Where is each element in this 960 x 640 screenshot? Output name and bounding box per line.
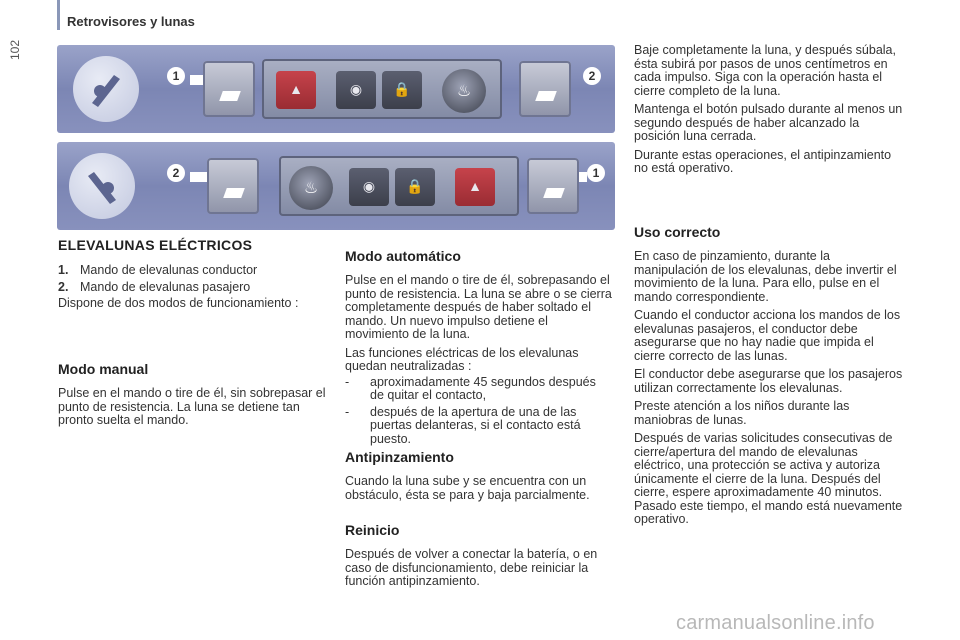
central-lock-button: 🔒 xyxy=(382,71,422,109)
hazard-icon: ▲ xyxy=(289,81,303,97)
heading-anti-pinch: Antipinzamiento xyxy=(345,449,454,465)
manual-mode-text: Pulse en el mando o tire de él, sin sobr… xyxy=(58,386,326,427)
heated-seat-dial-2: ♨ xyxy=(289,166,333,210)
header-accent-bar xyxy=(57,0,60,30)
heated-seat-icon: ♨ xyxy=(456,83,472,100)
heading-auto-mode: Modo automático xyxy=(345,248,461,264)
callout-number-2b: 2 xyxy=(167,164,185,182)
column-1: 1.Mando de elevalunas conductor 2.Mando … xyxy=(58,263,328,316)
heading-electric-windows: ELEVALUNAS ELÉCTRICOS xyxy=(58,237,253,253)
window-pinch-warning-icon-2 xyxy=(69,153,135,219)
callout-number-1b: 1 xyxy=(587,164,605,182)
auto-mode-text: Pulse en el mando o tire de él, sobrepas… xyxy=(345,273,612,446)
callout-number-2: 2 xyxy=(583,67,601,85)
child-lock-button-2: ◉ xyxy=(349,168,389,206)
page-number: 102 xyxy=(8,39,22,60)
correct-use-text: En caso de pinzamiento, durante la manip… xyxy=(634,249,903,526)
list-item: 2.Mando de elevalunas pasajero xyxy=(58,279,251,294)
child-lock-icon-2: ◉ xyxy=(362,178,376,194)
center-console: ▲ ◉ 🔒 ♨ xyxy=(262,59,502,119)
modes-intro: Dispone de dos modos de funcionamiento : xyxy=(58,296,299,310)
hazard-button-2: ▲ xyxy=(455,168,495,206)
callout-number-1: 1 xyxy=(167,67,185,85)
window-switch-driver-2 xyxy=(527,158,579,214)
lock-icon: 🔒 xyxy=(393,81,411,97)
child-lock-button: ◉ xyxy=(336,71,376,109)
list-item: -aproximadamente 45 segundos después de … xyxy=(345,374,596,402)
heading-correct-use: Uso correcto xyxy=(634,224,721,240)
heated-seat-dial: ♨ xyxy=(442,69,486,113)
child-lock-icon: ◉ xyxy=(349,81,363,97)
column-3-intro: Baje completamente la luna, y después sú… xyxy=(634,43,903,175)
lock-icon-2: 🔒 xyxy=(406,178,424,194)
center-console-2: ♨ ◉ 🔒 ▲ xyxy=(279,156,519,216)
window-switch-illustration-bottom: 2 ♨ ◉ 🔒 ▲ 1 xyxy=(57,142,615,230)
window-switch-driver xyxy=(203,61,255,117)
heading-manual-mode: Modo manual xyxy=(58,361,149,377)
central-lock-button-2: 🔒 xyxy=(395,168,435,206)
hazard-button: ▲ xyxy=(276,71,316,109)
list-item: -después de la apertura de una de las pu… xyxy=(345,404,581,446)
section-title: Retrovisores y lunas xyxy=(67,14,195,29)
hazard-icon-2: ▲ xyxy=(468,178,482,194)
heading-reset: Reinicio xyxy=(345,522,400,538)
list-item: 1.Mando de elevalunas conductor xyxy=(58,263,258,277)
window-switch-illustration-top: 1 ▲ ◉ 🔒 ♨ 2 xyxy=(57,45,615,133)
heated-seat-icon-2: ♨ xyxy=(303,180,319,197)
anti-pinch-text: Cuando la luna sube y se encuentra con u… xyxy=(345,474,590,502)
window-pinch-warning-icon xyxy=(73,56,139,122)
watermark: carmanualsonline.info xyxy=(676,612,875,634)
window-switch-passenger-2 xyxy=(207,158,259,214)
reset-text: Después de volver a conectar la batería,… xyxy=(345,547,598,588)
window-switch-passenger xyxy=(519,61,571,117)
